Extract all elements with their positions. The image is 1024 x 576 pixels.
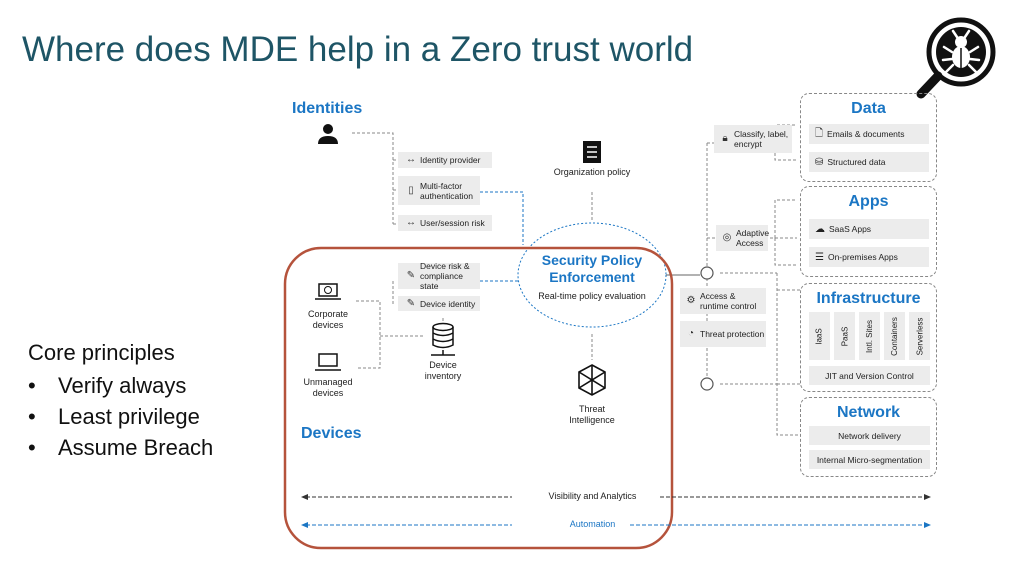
radar-icon: ◔ (687, 328, 695, 339)
network-item: Internal Micro-segmentation (809, 450, 930, 469)
settings-icon: ⚙ (686, 295, 696, 306)
jit-item: JIT and Version Control (809, 366, 930, 385)
lock-icon: 🔒︎ (722, 133, 728, 144)
apps-item: ☁SaaS Apps (809, 219, 929, 239)
bug-search-icon (916, 17, 996, 99)
infra-vertical: Serverless (909, 312, 930, 360)
adaptive-access-pill: ◎Adaptive Access (716, 225, 769, 251)
data-group: Data 🗋Emails & documents ⛁Structured dat… (800, 93, 937, 182)
threat-intel-label: Threat Intelligence (569, 404, 615, 425)
network-item: Network delivery (809, 426, 930, 445)
network-title: Network (836, 404, 901, 421)
spe-title: Security Policy Enforcement (541, 252, 643, 285)
document-icon: 🗋 (815, 127, 824, 139)
infra-vertical: Intl. Sites (859, 312, 880, 360)
data-item: ⛁Structured data (809, 152, 929, 172)
data-item: 🗋Emails & documents (809, 124, 929, 144)
unmanaged-devices-label: Unmanaged devices (303, 377, 353, 398)
automation-label: Automation (569, 519, 616, 529)
session-risk-pill: ↔User/session risk (398, 215, 492, 231)
pencil-icon: ✎ (406, 297, 416, 309)
pencil-icon: ✎ (406, 270, 416, 281)
infra-vertical: PaaS (834, 312, 855, 360)
laptop-globe-icon (315, 283, 341, 300)
database-icon (431, 322, 455, 356)
org-policy-label: Organization policy (553, 167, 631, 177)
server-icon: ☰ (815, 251, 824, 263)
identities-label: Identities (292, 100, 363, 117)
cloud-icon: ☁ (815, 223, 825, 235)
fingerprint-icon: ◎ (722, 232, 732, 243)
corporate-devices-label: Corporate devices (307, 309, 349, 330)
database-icon: ⛁ (815, 156, 824, 168)
phone-icon: ▯ (408, 184, 414, 196)
link-arrows-icon: ↔ (406, 154, 416, 165)
spe-subtitle: Real-time policy evaluation (538, 291, 646, 301)
mfa-pill: ▯Multi-factor authentication (398, 176, 480, 205)
slide-title: Where does MDE help in a Zero trust worl… (22, 30, 694, 69)
device-risk-pill: ✎Device risk & compliance state (398, 261, 480, 291)
apps-group: Apps ☁SaaS Apps ☰On-premises Apps (800, 186, 937, 277)
network-node-icon (578, 364, 606, 396)
laptop-icon (315, 353, 341, 371)
apps-title: Apps (848, 193, 889, 210)
visibility-label: Visibility and Analytics (548, 491, 637, 501)
access-runtime-pill: ⚙Access & runtime control (680, 288, 766, 314)
threat-protection-pill: ◔Threat protection (680, 321, 766, 347)
link-arrows-icon: ↔ (406, 217, 416, 228)
infra-vertical: IaaS (809, 312, 830, 360)
apps-item: ☰On-premises Apps (809, 247, 929, 267)
principle-item: •Least privilege (28, 404, 200, 429)
infrastructure-title: Infrastructure (816, 290, 921, 307)
principle-item: •Verify always (28, 373, 187, 398)
infrastructure-group: Infrastructure IaaS PaaS Intl. Sites Con… (800, 283, 937, 392)
person-icon (318, 124, 338, 144)
devices-label: Devices (301, 425, 362, 442)
principles-list: •Verify always •Least privilege •Assume … (28, 370, 213, 463)
network-group: Network Network delivery Internal Micro-… (800, 397, 937, 477)
infra-vertical: Containers (884, 312, 905, 360)
principles-heading: Core principles (28, 340, 175, 365)
device-identity-pill: ✎Device identity (398, 296, 480, 311)
data-title: Data (851, 100, 886, 117)
classify-pill: 🔒︎Classify, label, encrypt (714, 125, 792, 153)
document-icon (583, 141, 601, 163)
principle-item: •Assume Breach (28, 435, 214, 460)
device-inventory-label: Device inventory (424, 360, 462, 381)
identity-provider-pill: ↔Identity provider (398, 152, 492, 168)
